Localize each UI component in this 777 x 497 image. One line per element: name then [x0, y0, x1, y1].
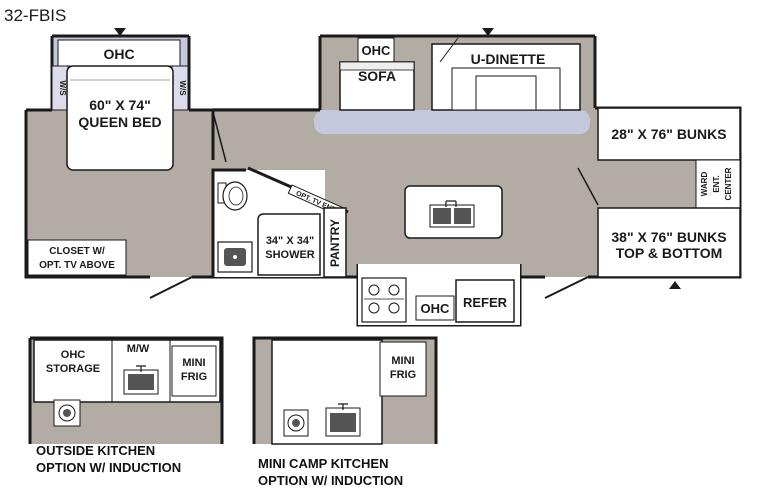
- mini-camp-fridge-line1: MINI: [391, 355, 414, 367]
- kitchen-ohc: [415, 295, 455, 321]
- stove-cooktop[interactable]: [361, 277, 407, 323]
- refrigerator-label: REFER: [463, 295, 508, 310]
- bunk-slide-marker: [669, 281, 681, 289]
- bedroom-door[interactable]: [212, 111, 227, 163]
- refrigerator[interactable]: [455, 279, 515, 323]
- lower-bunks-label-line1: 38" X 76" BUNKS: [611, 229, 726, 245]
- upper-bunks-label: 28" X 76" BUNKS: [611, 126, 726, 142]
- kitchen-island[interactable]: [404, 185, 503, 239]
- closet-label-line2: OPT. TV ABOVE: [39, 260, 115, 271]
- bedroom: OHC W/S W/S 60" X 74" QUEEN BED CLOSET W…: [27, 39, 189, 276]
- kitchen-ohc-label: OHC: [421, 301, 451, 316]
- kitchen-slide: OHC REFER: [358, 264, 520, 325]
- bedroom-ohc: [57, 39, 181, 67]
- bath-sink[interactable]: [217, 241, 253, 273]
- mini-camp-kitchen-option: MINI FRIG MINI CAMP KITCHEN OPTION W/ IN…: [252, 336, 438, 488]
- bed-type-label: QUEEN BED: [78, 114, 161, 130]
- wardrobe-right-label: W/S: [178, 80, 187, 96]
- mini-camp-induction-cooktop[interactable]: [283, 409, 309, 437]
- rear-entry-door[interactable]: [149, 276, 193, 299]
- closet-label-line1: CLOSET W/: [49, 246, 105, 257]
- mini-camp-fridge-line2: FRIG: [390, 369, 416, 381]
- ward-ent-center[interactable]: [695, 159, 741, 209]
- ward-label-line1: WARD: [700, 172, 709, 197]
- shower-size-label: 34" X 34": [266, 235, 314, 247]
- bath-walls: [211, 168, 246, 277]
- front-entry-door[interactable]: [544, 276, 589, 299]
- mini-camp-fridge[interactable]: [379, 341, 427, 397]
- lower-bunks[interactable]: [597, 207, 741, 278]
- toilet[interactable]: [217, 181, 248, 211]
- living-ohc-label: OHC: [362, 43, 392, 58]
- lower-bunks-label-line2: TOP & BOTTOM: [616, 245, 723, 261]
- living-slide-marker: [482, 28, 494, 36]
- mini-camp-sink[interactable]: [325, 403, 361, 437]
- bunkroom: 28" X 76" BUNKS WARD ENT. CENTER 38" X 7…: [577, 107, 741, 278]
- outside-fridge-line1: MINI: [182, 357, 205, 369]
- queen-bed[interactable]: [66, 65, 174, 171]
- outside-induction-cooktop[interactable]: [53, 399, 81, 427]
- bedroom-closet[interactable]: [27, 239, 127, 276]
- upper-bunks[interactable]: [597, 107, 741, 161]
- main-floorplan: OHC W/S W/S 60" X 74" QUEEN BED CLOSET W…: [24, 28, 742, 327]
- living-ohc: [357, 37, 395, 63]
- mini-camp-walls: [252, 336, 438, 444]
- outside-kitchen-walls: [28, 336, 224, 444]
- dinette-overhead-line: [439, 37, 459, 63]
- bathroom: 34" X 34" SHOWER OPT. TV ENT. PANTRY: [211, 166, 349, 278]
- shower-stall[interactable]: [257, 213, 321, 276]
- outside-fridge-line2: FRIG: [181, 371, 207, 383]
- model-name: 32-FBIS: [4, 6, 66, 25]
- ward-label-line3: CENTER: [724, 167, 733, 200]
- ohc-storage-line2: STORAGE: [46, 363, 100, 375]
- outside-kitchen-caption-line1: OUTSIDE KITCHEN: [36, 443, 155, 458]
- living-area: OHC SOFA U-DINETTE: [339, 37, 581, 111]
- dinette-label: U-DINETTE: [471, 51, 546, 67]
- outside-kitchen-option: OHC STORAGE M/W MINI FRIG OUTSIDE KITCHE…: [28, 336, 224, 475]
- sofa-back: [339, 61, 415, 71]
- bedroom-ohc-label: OHC: [103, 46, 134, 62]
- wardrobe-left-label: W/S: [58, 80, 67, 96]
- mini-camp-caption-line1: MINI CAMP KITCHEN: [258, 456, 388, 471]
- bedroom-slide-marker: [114, 28, 126, 36]
- u-dinette[interactable]: [431, 43, 581, 111]
- outside-mini-fridge[interactable]: [171, 345, 217, 397]
- ohc-storage-line1: OHC: [61, 349, 86, 361]
- pantry[interactable]: [323, 207, 347, 278]
- pantry-label: PANTRY: [328, 219, 342, 267]
- living-slide-floor: [314, 110, 590, 134]
- bunkroom-door[interactable]: [577, 167, 599, 206]
- shower-label: SHOWER: [265, 249, 315, 261]
- outside-sink[interactable]: [123, 365, 159, 395]
- microwave-label: M/W: [127, 343, 150, 355]
- sofa-label: SOFA: [358, 68, 396, 84]
- bed-size-label: 60" X 74": [89, 97, 151, 113]
- outside-kitchen-caption-line2: OPTION W/ INDUCTION: [36, 460, 181, 475]
- ward-label-line2: ENT.: [712, 175, 721, 192]
- mini-camp-caption-line2: OPTION W/ INDUCTION: [258, 473, 403, 488]
